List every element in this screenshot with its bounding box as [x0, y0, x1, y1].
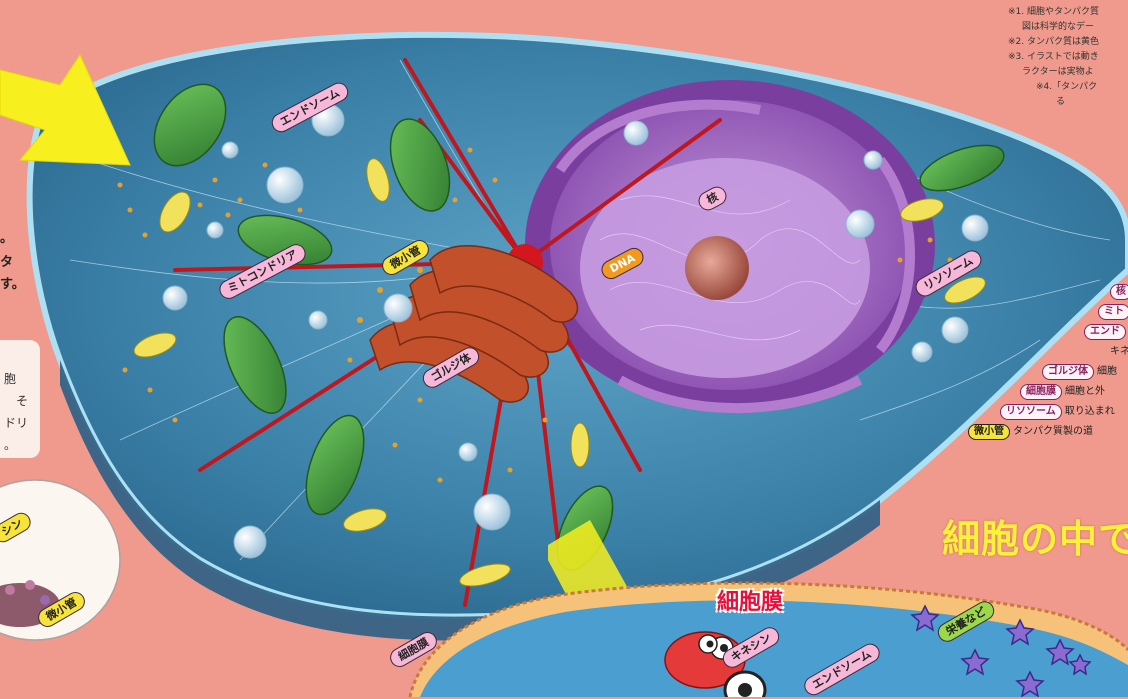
left-box-line: 胞	[4, 368, 40, 390]
legend-term: エンド	[1084, 324, 1126, 340]
legend-desc: 細胞	[1097, 362, 1117, 382]
left-box-line: そ	[4, 390, 40, 412]
footnote-line: る	[1008, 95, 1128, 110]
membrane-title: 細胞膜	[717, 584, 783, 616]
legend-row: リソソーム 取り込まれ	[960, 402, 1128, 422]
legend-desc: 取り込まれ	[1065, 402, 1115, 422]
footnote-line: ※3. イラストでは動き	[1008, 50, 1128, 65]
left-box-line: 。	[4, 434, 40, 456]
footnote-line: 図は科学的なデー	[1008, 20, 1128, 35]
section-title: 細胞の中で	[942, 508, 1128, 563]
legend-term: 微小管	[968, 424, 1010, 440]
left-caption-box: 胞 そ ドリ 。	[0, 340, 40, 458]
legend-row: キネ	[960, 342, 1128, 362]
left-text-fragment: タ	[0, 252, 60, 274]
nucleus	[525, 80, 935, 410]
legend-row: 細胞膜 細胞と外	[960, 382, 1128, 402]
legend-desc: タンパク質製の道	[1013, 422, 1093, 442]
legend-row: 核	[960, 282, 1128, 302]
legend-term: 核	[1110, 284, 1128, 300]
legend-row: エンド	[960, 322, 1128, 342]
legend-desc: キネ	[1110, 342, 1128, 362]
legend-term: ミト	[1098, 304, 1128, 320]
footnote-line: ※2. タンパク質は黄色	[1008, 35, 1128, 50]
left-box-line: ドリ	[4, 412, 40, 434]
left-text-fragment: す。	[0, 274, 60, 296]
legend-row: ゴルジ体 細胞	[960, 362, 1128, 382]
left-text-fragment: 。	[0, 228, 60, 250]
nucleolus	[685, 236, 749, 300]
footnote-line: ※4.「タンパク	[1008, 80, 1128, 95]
footnote-line: ※1. 細胞やタンパク質	[1008, 5, 1128, 20]
legend-row: 微小管 タンパク質製の道	[960, 422, 1128, 442]
legend-term: ゴルジ体	[1042, 364, 1094, 380]
footnotes: ※1. 細胞やタンパク質 図は科学的なデー ※2. タンパク質は黄色 ※3. イ…	[1008, 5, 1128, 110]
legend-term: 細胞膜	[1020, 384, 1062, 400]
legend: 核 ミト エンド キネ ゴルジ体 細胞 細胞膜 細胞と外 リソソーム 取り込まれ…	[960, 282, 1128, 442]
legend-term: リソソーム	[1000, 404, 1062, 420]
footnote-line: ラクターは実物よ	[1008, 65, 1128, 80]
legend-row: ミト	[960, 302, 1128, 322]
legend-desc: 細胞と外	[1065, 382, 1105, 402]
